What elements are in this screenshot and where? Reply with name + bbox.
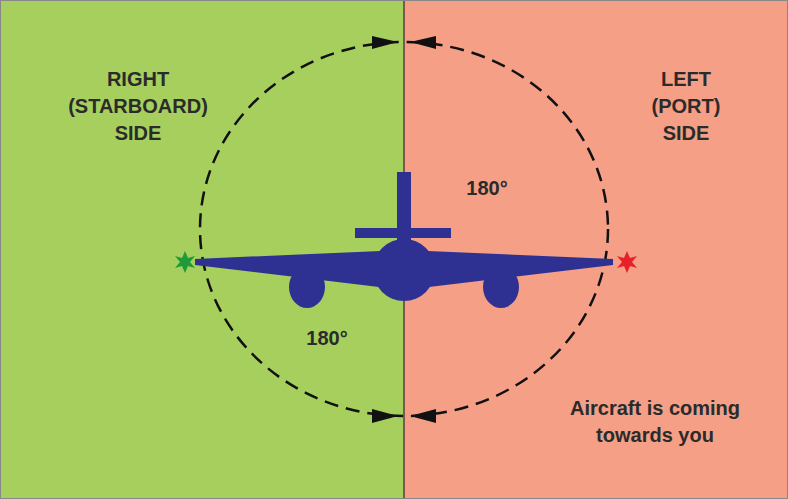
green-nav-light — [175, 251, 195, 273]
arrow-head — [410, 36, 436, 49]
caption-note: Aircraft is coming towards you — [540, 395, 770, 449]
engine — [483, 266, 519, 308]
angle-label: 180° — [447, 175, 527, 202]
arrow-head — [372, 409, 398, 423]
side-label: RIGHT (STARBOARD) SIDE — [58, 66, 218, 147]
side-label: LEFT (PORT) SIDE — [636, 66, 736, 147]
port-band: LEFT (PORT) SIDE — [404, 0, 788, 499]
fuselage — [373, 239, 435, 301]
arrow-head — [410, 409, 436, 423]
stabilizer — [355, 228, 451, 238]
dashed-ellipse — [200, 42, 608, 416]
engine — [289, 266, 325, 308]
starboard-band: RIGHT (STARBOARD) SIDE — [0, 0, 404, 499]
arrow-head — [372, 36, 398, 49]
red-nav-light — [617, 251, 637, 273]
angle-label: 180° — [287, 325, 367, 352]
